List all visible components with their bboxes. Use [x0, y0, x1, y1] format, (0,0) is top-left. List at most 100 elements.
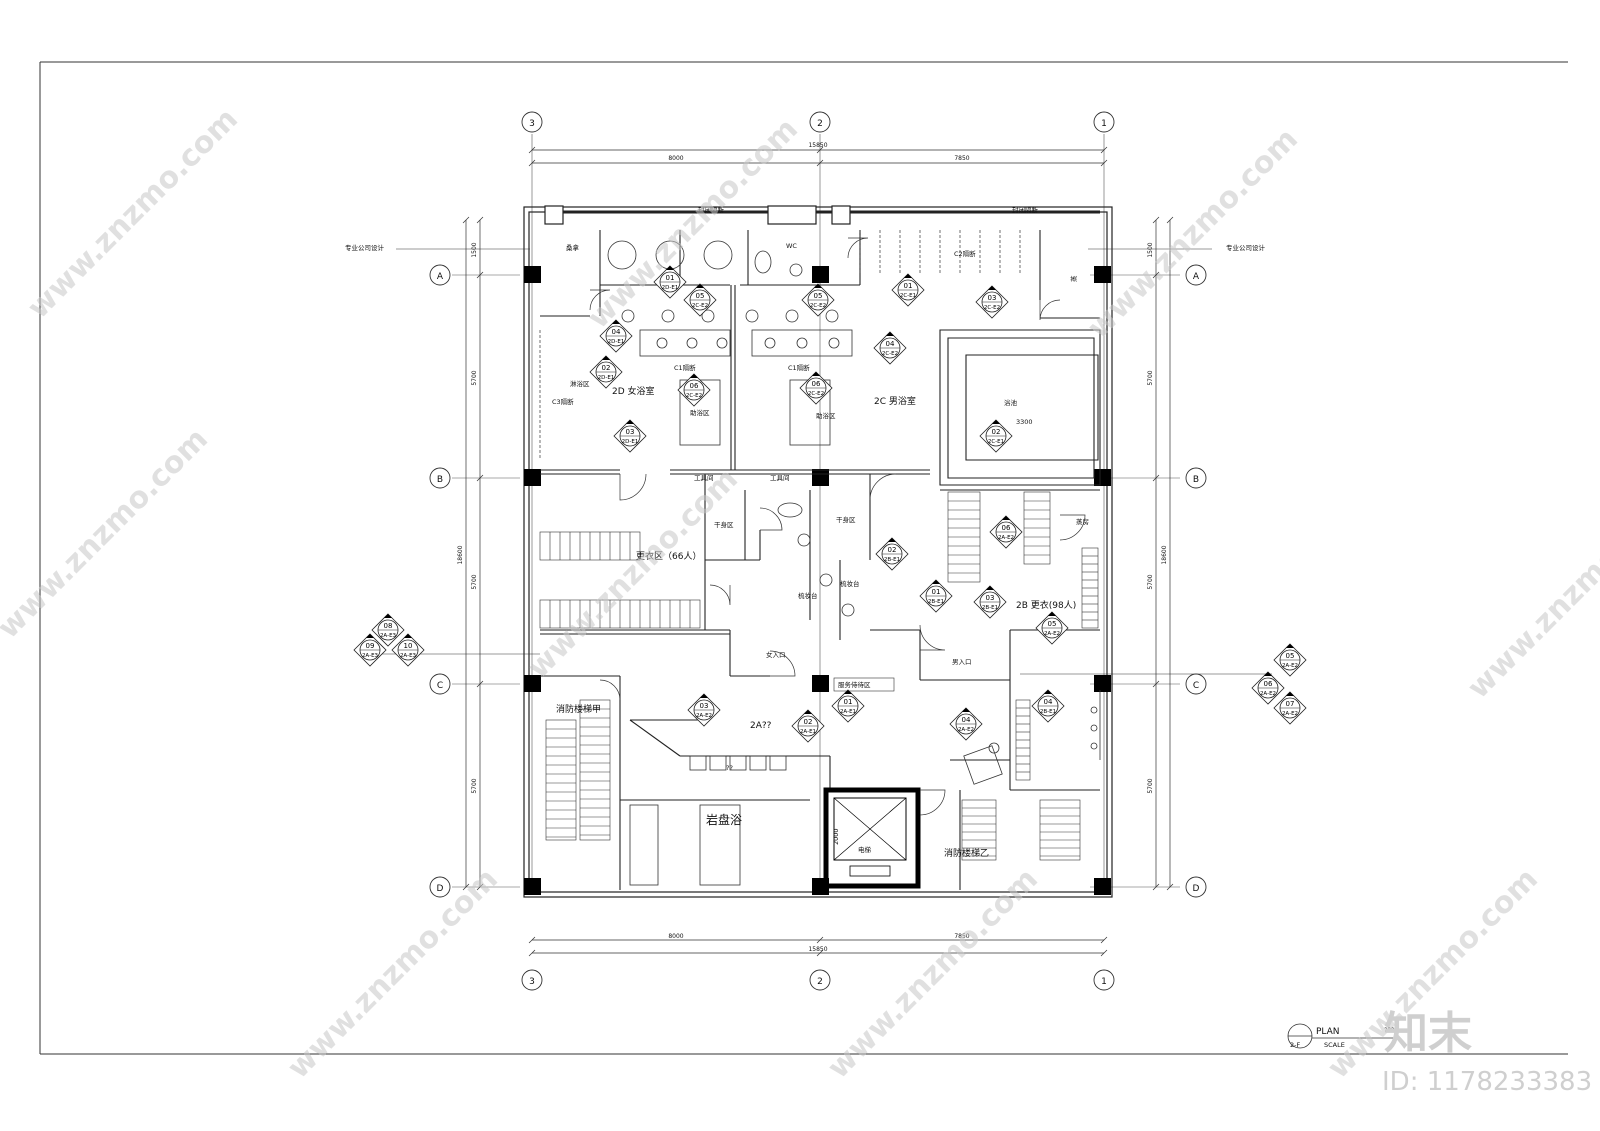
index-tag-number: 01: [904, 282, 913, 290]
index-tag-pointer: [404, 634, 412, 638]
stair-hatching: [539, 491, 1099, 861]
index-tag-ref: 2C-E2: [692, 303, 708, 309]
index-tag-number: 06: [1264, 680, 1273, 688]
dim-left-bc: 5700: [471, 574, 478, 589]
grid-row-a-left: A: [437, 272, 444, 282]
index-tag-pointer: [888, 538, 896, 542]
index-tag-number: 03: [986, 594, 995, 602]
room-assist-1: 助浴区: [690, 408, 710, 417]
watermark-site-3: www.znzmo.com: [1081, 122, 1305, 346]
exterior-walls: [523, 205, 1113, 898]
index-tag: 04 2D-E1: [599, 319, 633, 353]
index-tag-number: 04: [886, 340, 895, 348]
index-tag-pointer: [626, 420, 634, 424]
index-tag-ref: 2D-E1: [598, 375, 615, 381]
index-tag-number: 02: [992, 428, 1001, 436]
index-tag-number: 01: [932, 588, 941, 596]
dim-left-ab: 5700: [471, 370, 478, 385]
top-dimension-chain: [528, 146, 1108, 167]
room-makeup-1: 梳妆台: [798, 591, 818, 600]
index-tag-ref: 2A-E2: [1044, 631, 1060, 637]
index-tag-pointer: [1264, 672, 1272, 676]
index-tag-pointer: [690, 374, 698, 378]
index-tag-ref: 2A-E3: [362, 653, 379, 659]
index-tag-number: 05: [1286, 652, 1295, 660]
index-tag-pointer: [1048, 612, 1056, 616]
index-tag-ref: 2A-E2: [1282, 711, 1298, 717]
index-tag-pointer: [812, 372, 820, 376]
grid-row-a-right: A: [1193, 272, 1200, 282]
index-tag-pointer: [804, 710, 812, 714]
index-tag-pointer: [666, 266, 674, 270]
label-c1-a: C1隔断: [674, 363, 696, 372]
index-tags: 012D-E1052C-E2042D-E1022D-E1062C-E2032D-…: [353, 265, 1307, 743]
index-tag-pointer: [612, 320, 620, 324]
room-assist-2: 助浴区: [816, 411, 836, 420]
index-tag-number: 04: [612, 328, 621, 336]
partition-note-left: 封闭隔断: [698, 205, 725, 214]
index-tag-pointer: [986, 586, 994, 590]
grid-bubbles: [429, 111, 1207, 991]
index-tag-pointer: [700, 694, 708, 698]
index-tag-ref: 2B-E1: [982, 605, 998, 611]
stair-run: [961, 799, 997, 861]
room-male-entry: 男入口: [952, 658, 972, 666]
index-tag-number: 05: [696, 292, 705, 300]
grid-col-3-bottom: 3: [529, 977, 535, 987]
room-tool-2: 工具间: [770, 474, 790, 482]
watermark-logo: 知末: [1384, 1008, 1472, 1059]
stair-run: [545, 719, 577, 841]
grid-row-b-right: B: [1193, 475, 1199, 485]
shower-partitions: [539, 230, 1021, 460]
index-tag-ref: 2A-E3: [380, 633, 397, 639]
index-tag-ref: 2A-E2: [958, 727, 974, 733]
index-tag-ref: 2C-E2: [810, 303, 826, 309]
index-tag-number: 05: [814, 292, 823, 300]
index-tag-ref: 2D-E1: [608, 339, 625, 345]
room-dressing-2: 干身区: [836, 515, 856, 524]
index-tag-pointer: [962, 708, 970, 712]
room-changing-women: 更衣区（66人）: [636, 550, 701, 562]
dim-right-top: 7850: [954, 155, 969, 162]
title-plan: PLAN: [1316, 1027, 1340, 1037]
index-tag-pointer: [904, 274, 912, 278]
room-service: 服务侍待区: [838, 680, 871, 689]
label-pool-width: 3300: [1016, 418, 1033, 426]
watermark-site-1: www.znzmo.com: [21, 102, 245, 326]
index-tag: 05 2C-E2: [683, 283, 717, 317]
doors: [589, 237, 1086, 816]
index-tag-number: 03: [700, 702, 709, 710]
right-dimension-chain: [1152, 216, 1174, 891]
room-rock-bath: 岩盘浴: [706, 812, 742, 827]
service-box: [833, 677, 895, 692]
grid-row-d-right: D: [1193, 884, 1200, 894]
index-tag-pointer: [696, 284, 704, 288]
bottom-dimension-chain: [528, 936, 1108, 957]
index-tag-number: 08: [384, 622, 393, 630]
index-tag-pointer: [366, 634, 374, 638]
label-c2: C2隔断: [954, 249, 976, 258]
elevator-core: [823, 787, 921, 889]
index-tag: 09 2A-E3: [353, 633, 387, 667]
index-tag-number: 02: [888, 546, 897, 554]
index-tag-pointer: [1286, 692, 1294, 696]
spec-note-right: 专业公司设计: [1226, 243, 1266, 252]
label-elevator-depth: 2000: [832, 828, 840, 845]
index-tag-number: 09: [366, 642, 375, 650]
dim-left-total: 18600: [457, 545, 464, 564]
index-tag-ref: 2A-E2: [998, 535, 1014, 541]
label-c1-b: C1隔断: [788, 363, 810, 372]
index-tag-ref: 2C-E2: [984, 305, 1000, 311]
dim-left-a: 1500: [471, 242, 478, 257]
title-sheet: 2-F: [1290, 1041, 1300, 1049]
